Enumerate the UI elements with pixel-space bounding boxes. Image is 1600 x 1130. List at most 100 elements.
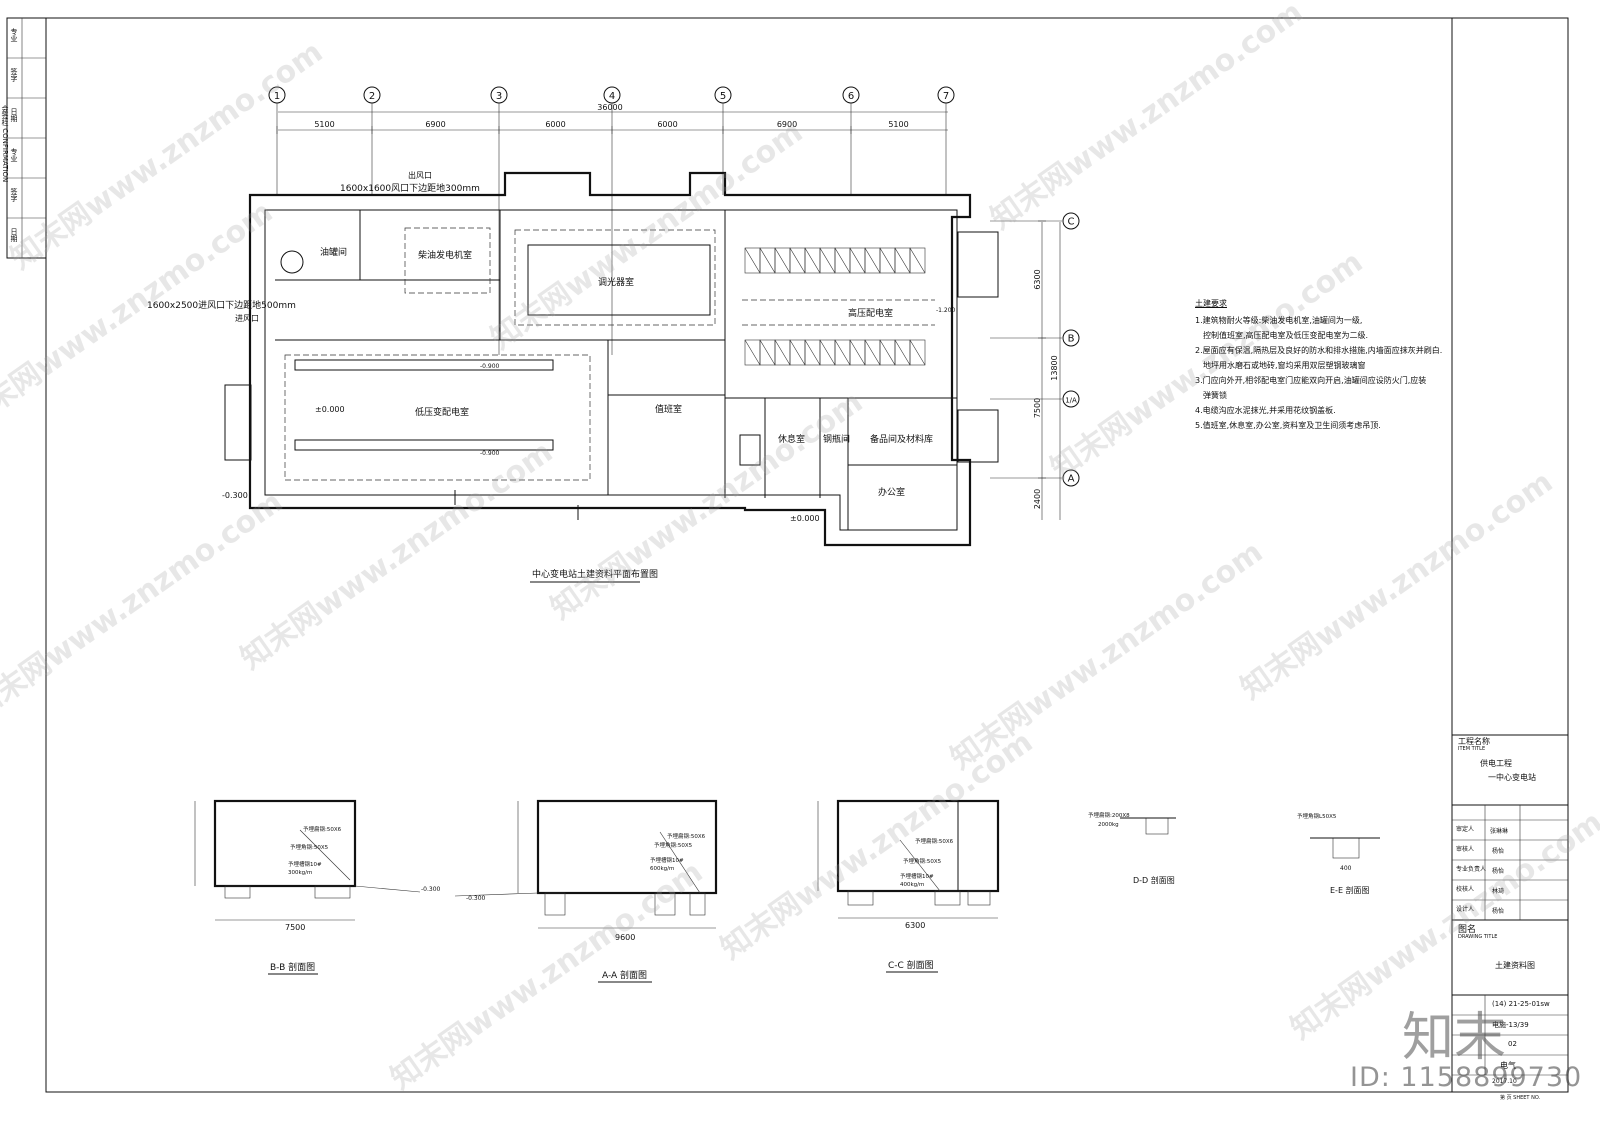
cc-tag-2: 予埋角钢:50X5 (903, 857, 942, 865)
grid-col-label: 3 (496, 91, 502, 102)
grid-row-label: B (1068, 334, 1075, 345)
grid-bubble-row (1062, 212, 1080, 230)
aa-tag-2: 予埋角钢:50X5 (654, 841, 693, 849)
tb-drawing-name: 土建资料图 (1495, 961, 1535, 970)
tb-row-5: 设计人 (1456, 906, 1475, 913)
grid-bubble-col (268, 86, 286, 104)
plan-title: 中心变电站土建资料平面布置图 (532, 568, 658, 580)
grid-bubble-row (1062, 390, 1080, 408)
construction-notes: 土建要求 1.建筑物耐火等级:柴油发电机室,油罐间为一级, 控制值班室,高压配电… (1195, 296, 1442, 433)
elev-zero: ±0.000 (315, 405, 345, 414)
tb-name-5: 杨怡 (1492, 908, 1505, 915)
watermark: 知末网www.znzmo.com (945, 535, 1270, 777)
note-line-5: 3.门应向外开,相邻配电室门应能双向开启,油罐间应设防火门,应装 (1195, 376, 1427, 385)
room-hv: 高压配电室 (848, 307, 893, 319)
room-regulator: 调光器室 (598, 276, 634, 288)
sheet-border (45, 17, 1569, 1093)
cc-tag-4: 400kg/m (900, 882, 924, 888)
tb-name-2: 杨怡 (1492, 848, 1505, 855)
section-aa (454, 799, 718, 929)
grid-col-label: 5 (720, 91, 726, 102)
dd-load: 2000kg (1098, 822, 1119, 828)
tb-row-3: 专业负责人 (1456, 866, 1487, 873)
cc-tag-3: 予埋槽钢10# (900, 872, 934, 880)
bb-tag-1: 予埋扁钢:50X6 (303, 825, 342, 833)
bb-tag-3: 予埋槽钢10# (288, 860, 322, 868)
cc-tag-1: 予埋扁钢:50X6 (915, 837, 954, 845)
ee-w: 400 (1340, 865, 1352, 872)
outlet-spec: 1600x1600风口下边距地300mm (340, 182, 480, 194)
tb-row-1: 审定人 (1456, 826, 1475, 833)
note-line-8: 5.值班室,休息室,办公室,资料室及卫生间须考虑吊顶. (1195, 421, 1381, 430)
room-spare: 备品间及材料库 (870, 433, 933, 445)
right-dim: 2400 (1033, 489, 1042, 509)
dd-title: D-D 剖面图 (1133, 875, 1175, 885)
elev-900-a: -0.900 (480, 363, 500, 370)
elev-900-b: -0.900 (480, 450, 500, 457)
strip-confirm: 会签栏 CONFIRMATION (1, 105, 9, 183)
tb-name-1: 张琳琳 (1490, 828, 1509, 835)
tb-row-4: 校核人 (1456, 886, 1475, 893)
grid-bubble-col (714, 86, 732, 104)
watermark: 知末网www.znzmo.com (485, 115, 810, 357)
watermark: 知末网www.znzmo.com (545, 385, 870, 627)
room-oil: 油罐间 (320, 246, 347, 258)
elev-zero-2: ±0.000 (790, 514, 820, 523)
room-office: 办公室 (878, 486, 905, 498)
grid-col-label: 1 (274, 91, 280, 102)
strip-6: 日期 (10, 228, 18, 242)
grid-row-label: C (1068, 217, 1075, 228)
znzmo-logo: 知末 (1402, 1008, 1507, 1068)
note-line-2: 控制值班室,高压配电室及低压变配电室为二级. (1203, 331, 1369, 340)
tb-date: 2017.10 (1492, 1078, 1517, 1085)
watermark: 知末网www.znzmo.com (1235, 465, 1560, 707)
right-dim: 7500 (1033, 398, 1042, 418)
watermark: 知末网www.znzmo.com (0, 485, 289, 727)
room-lv: 低压变配电室 (415, 406, 469, 418)
grid-bubble-col (490, 86, 508, 104)
hv-panel (909, 247, 926, 274)
tb-project-1: 供电工程 (1480, 759, 1512, 768)
ee-title: E-E 剖面图 (1330, 885, 1370, 895)
tb-sheet-no: 电施-13/39 (1492, 1021, 1529, 1029)
grid-row-label: A (1068, 474, 1075, 485)
section-cc (817, 799, 1000, 919)
top-dim: 6000 (545, 120, 565, 129)
grid-bubble-row (1062, 329, 1080, 347)
note-line-6: 弹簧锁 (1203, 391, 1227, 400)
watermark: 知末网www.znzmo.com (985, 0, 1310, 237)
note-line-7: 4.电缆沟应水泥抹光,并采用花纹钢盖板. (1195, 406, 1336, 415)
top-dim: 6900 (777, 120, 797, 129)
bb-title: B-B 剖面图 (270, 961, 315, 973)
grid-col-label: 4 (609, 91, 615, 102)
inlet-spec: 1600x2500进风口下边距地500mm (147, 299, 296, 311)
tb-name-4: 林琦 (1492, 888, 1505, 895)
bb-tag-4: 300kg/m (288, 870, 312, 876)
title-block (1452, 734, 1568, 1076)
tb-drawing-label-en: DRAWING TITLE (1458, 934, 1498, 940)
room-duty: 值班室 (655, 403, 682, 415)
grid-bubble-col (842, 86, 860, 104)
tb-name-3: 杨怡 (1492, 868, 1505, 875)
room-diesel: 柴油发电机室 (418, 249, 472, 261)
aa-tag-3: 予埋槽钢10# (650, 856, 684, 864)
grid-bubble-col (363, 86, 381, 104)
outlet-label: 出风口 (408, 170, 432, 180)
inlet-label: 进风口 (235, 314, 259, 323)
room-steel: 钢瓶间 (823, 433, 850, 445)
bb-tag-2: 予埋角钢:50X5 (290, 843, 329, 851)
strip-3: 日期 (10, 108, 18, 122)
top-dim: 6000 (657, 120, 677, 129)
strip-5: 签字 (10, 188, 18, 202)
grid-col-label: 2 (369, 91, 375, 102)
aa-elev: -0.300 (466, 895, 486, 902)
tb-discipline: 电气 (1500, 1061, 1516, 1070)
top-dim: 5100 (314, 120, 334, 129)
tb-project-label-en: ITEM TITLE (1458, 746, 1486, 752)
tb-version: 02 (1508, 1040, 1517, 1048)
top-dim: 6900 (425, 120, 445, 129)
note-line-1: 1.建筑物耐火等级:柴油发电机室,油罐间为一级, (1195, 316, 1363, 325)
watermark: 知末网www.znzmo.com (715, 725, 1040, 967)
strip-1: 专业 (10, 28, 18, 42)
